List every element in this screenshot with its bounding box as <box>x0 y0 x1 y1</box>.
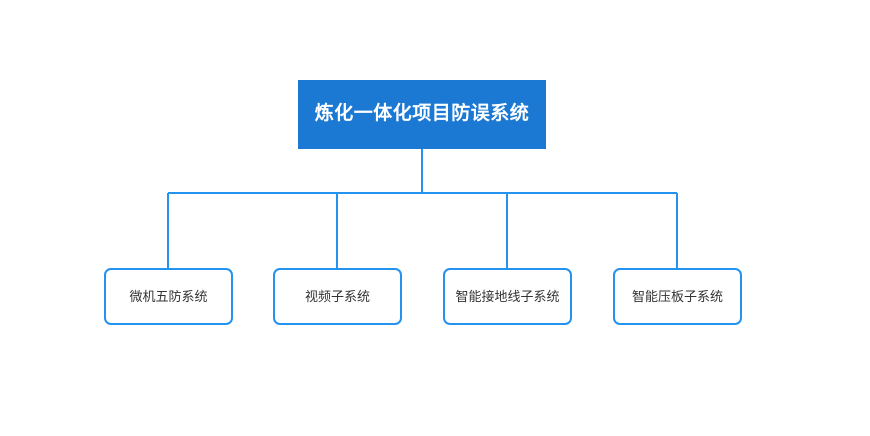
root-node-label: 炼化一体化项目防误系统 <box>314 103 530 125</box>
child-node-1[interactable]: 微机五防系统 <box>104 268 233 325</box>
child-node-3-label: 智能接地线子系统 <box>455 288 560 304</box>
child-node-2[interactable]: 视频子系统 <box>273 268 402 325</box>
child-node-4-label: 智能压板子系统 <box>631 288 723 304</box>
child-node-2-label: 视频子系统 <box>304 288 370 304</box>
child-node-1-label: 微机五防系统 <box>129 288 208 304</box>
child-node-3[interactable]: 智能接地线子系统 <box>443 268 572 325</box>
child-node-4[interactable]: 智能压板子系统 <box>613 268 742 325</box>
root-node[interactable]: 炼化一体化项目防误系统 <box>298 80 546 149</box>
